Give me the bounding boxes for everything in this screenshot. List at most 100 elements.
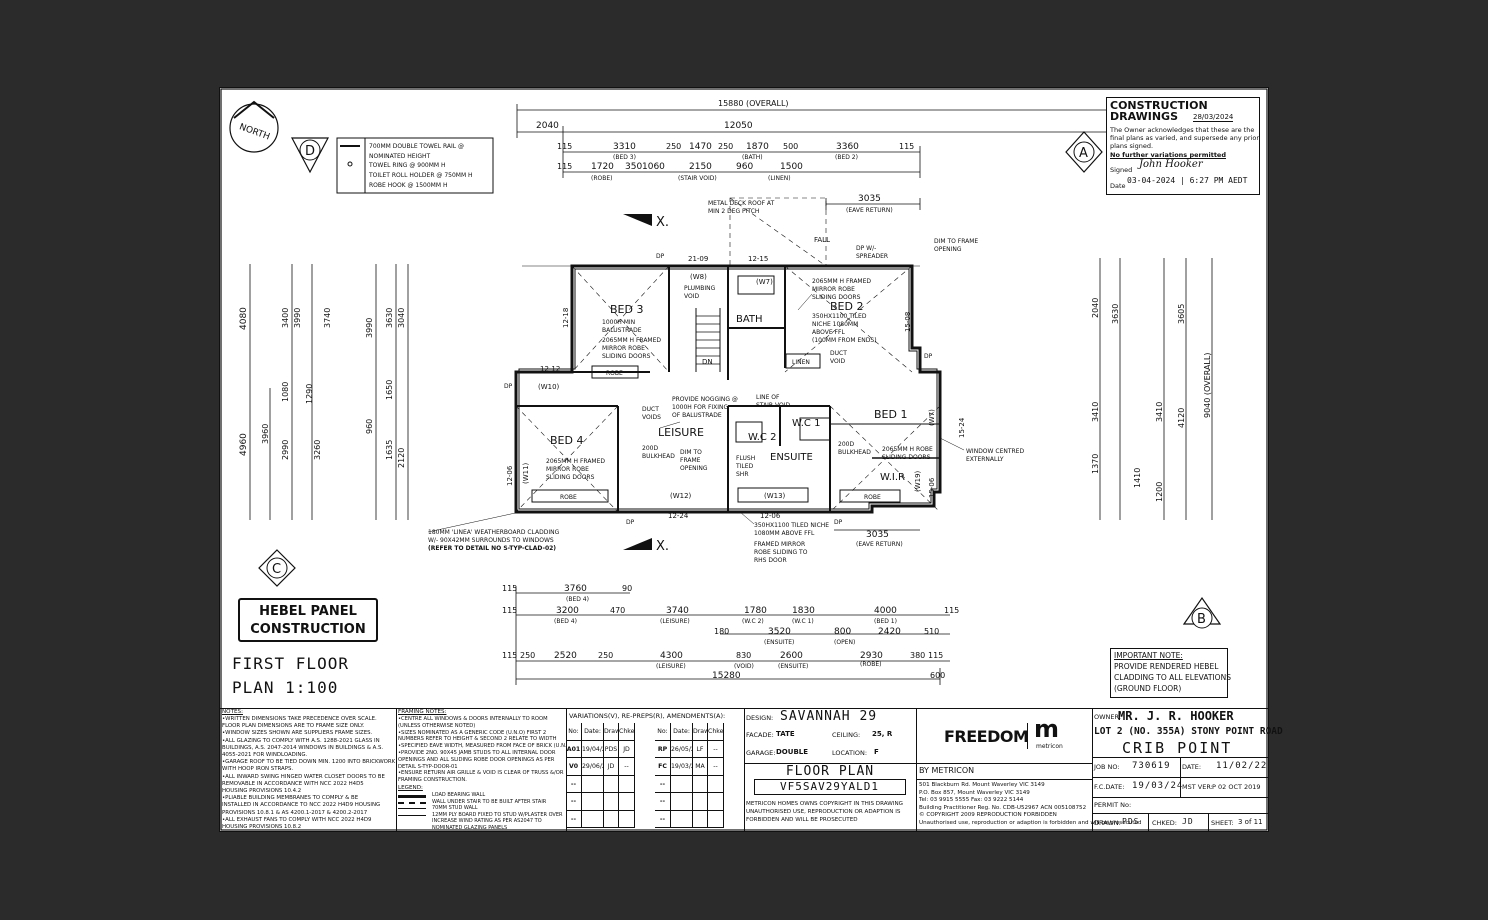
variations-grid: No:Date:Drawn:Chked:A0119/04/22PDSJDV029… <box>566 723 744 832</box>
note-mirror-2: RHS DOOR <box>754 557 787 564</box>
note-bed2-0: 2065MM H FRAMED <box>812 278 871 285</box>
window-w8: (W8) <box>690 273 707 281</box>
note-line-15: HOUSING PROVISIONS 10.8.2 <box>222 824 302 830</box>
location-value: F <box>874 748 879 756</box>
window-size-top-b: 12-15 <box>748 255 768 263</box>
dim-bot-r1-2: 90 <box>622 584 632 593</box>
var-cell-0-2-2 <box>604 775 619 793</box>
var-header-0-2: Drawn: <box>604 723 619 741</box>
dim-top-r2-4: 250 <box>718 142 733 151</box>
note-niche-0: 350HX1100 TILED <box>812 313 867 320</box>
dim-top-r1-0: 2040 <box>536 121 559 131</box>
var-cell-1-1-3: -- <box>708 758 724 776</box>
dim-right-c4: 3410 <box>1155 402 1164 422</box>
brand-freedom: FREEDOM <box>944 727 1029 746</box>
location-label: LOCATION: <box>832 749 868 757</box>
var-cell-1-3-3 <box>708 793 724 811</box>
var-cell-1-2-1 <box>671 775 693 793</box>
drawing-sheet: NORTH D A C B X. <box>219 87 1283 832</box>
bottom-dimension-lines <box>515 529 950 685</box>
dim-top-r3sub-1: (ROBE) <box>591 175 612 182</box>
window-w12: (W12) <box>670 492 692 500</box>
dim-bot-r3sub-5: (ROBE) <box>860 661 881 668</box>
var-cell-0-4-3 <box>619 810 635 828</box>
dim-top-r2sub-9: (BED 2) <box>835 154 858 161</box>
approval-no-variations: No further variations permitted <box>1110 151 1226 159</box>
note-dimframe-1: OPENING <box>934 246 962 253</box>
note-cladding-1: W/- 90X42MM SURROUNDS TO WINDOWS <box>428 537 554 544</box>
brand-block: FREEDOM m metricon BY METRICON 501 Black… <box>916 709 1141 832</box>
dim-bot-r3-2: 800 <box>834 627 851 637</box>
dim-bot-r2-0: 115 <box>502 606 517 615</box>
note-duct2-1: VOID <box>830 358 845 365</box>
note-balustrade-0: 1000H MIN <box>602 319 635 326</box>
plan-title-line-1: FIRST FLOOR <box>232 654 349 673</box>
note-duct2-0: DUCT <box>830 350 847 357</box>
var-cell-0-3-2 <box>604 793 619 811</box>
address-line-5: Unauthorised use, reproduction or adapti… <box>919 819 1142 826</box>
fixtures-legend-frame <box>336 137 494 194</box>
var-cell-0-4-2 <box>604 810 619 828</box>
note-nogging-0: PROVIDE NOGGING @ <box>672 396 738 403</box>
dim-bot-r4-8: 380 <box>910 651 925 660</box>
dim-top-r3-0: 115 <box>557 162 572 171</box>
chked-label: CHKED: <box>1152 819 1177 827</box>
var-cell-1-0-1: 26/05/22 <box>671 740 693 758</box>
room-robe-bed4: ROBE <box>560 494 577 501</box>
drawing-code: VF5SAV29YALD1 <box>779 780 880 793</box>
dim-bot-r2-7: 115 <box>944 606 959 615</box>
section-mark-top-label: X. <box>656 215 669 230</box>
marker-b-label: B <box>1197 612 1206 627</box>
dim-left-c0: 3400 <box>281 308 290 328</box>
window-w13: (W13) <box>764 492 786 500</box>
var-cell-0-3-3 <box>619 793 635 811</box>
dim-right-c2: 3605 <box>1177 304 1186 324</box>
drawing-code-box: VF5SAV29YALD1 <box>754 779 906 795</box>
var-header-1-1: Date: <box>671 723 693 741</box>
title-block: NOTES: •WRITTEN DIMENSIONS TAKE PRECEDEN… <box>220 708 1283 832</box>
note-mirror-0: FRAMED MIRROR <box>754 541 805 548</box>
note-niche-1: NICHE 1080MM <box>812 321 858 328</box>
var-cell-0-1-1: 29/06/22 <box>582 758 604 776</box>
plan-title-line-2: PLAN 1:100 <box>232 678 339 697</box>
note-bed3robe-1: MIRROR ROBE <box>602 345 645 352</box>
note-deck-1: MIN 2 DEG PITCH <box>708 208 759 215</box>
dim-top-r2sub-5: (BATH) <box>742 154 763 161</box>
owner-label: OWNER: <box>1094 713 1122 721</box>
dim-top-r2sub-1: (BED 3) <box>613 154 636 161</box>
owner-value: MR. J. R. HOOKER <box>1118 709 1234 723</box>
var-cell-0-0-1: 19/04/22 <box>582 740 604 758</box>
dim-right-c6: 1370 <box>1091 454 1100 474</box>
var-cell-1-0-3: -- <box>708 740 724 758</box>
garage-value: DOUBLE <box>776 748 809 756</box>
dim-top-r1-1: 12050 <box>724 121 753 131</box>
legend-item-3: TOILET ROLL HOLDER @ 750MM H <box>368 172 473 179</box>
framing-line-5: •PROVIDE 2NO. 90X45 JAMB STUDS TO ALL IN… <box>398 750 556 756</box>
note-dp-e: DP <box>504 383 513 390</box>
address-line-4: © COPYRIGHT 2009 REPRODUCTION FORBIDDEN <box>919 812 1057 818</box>
note-bed3robe-0: 2065MM H FRAMED <box>602 337 661 344</box>
legend-heading: LEGEND: <box>398 785 423 791</box>
job-label: JOB NO: <box>1094 763 1120 771</box>
var-cell-1-3-2 <box>693 793 708 811</box>
var-cell-0-4-0: -- <box>566 810 582 828</box>
dim-bot-r1-1: 3760 <box>564 584 587 594</box>
date-label: DATE: <box>1182 763 1202 771</box>
var-cell-1-2-3 <box>708 775 724 793</box>
important-note-line-2: (GROUND FLOOR) <box>1114 684 1182 693</box>
dim-left-c9: 1290 <box>305 384 314 404</box>
note-bulkhead2-1: BULKHEAD <box>838 449 871 456</box>
var-cell-0-4-1 <box>582 810 604 828</box>
dim-left-c12: 960 <box>365 419 374 434</box>
plan-dashed-lines <box>515 197 941 513</box>
sheet-value: 3 of 11 <box>1238 818 1263 826</box>
marker-a-icon: A <box>1065 131 1103 173</box>
dim-left-c5: 3040 <box>397 308 406 328</box>
fc-label: F.C.DATE: <box>1094 783 1125 791</box>
drawn-value: PDS <box>1122 817 1140 826</box>
var-cell-0-2-1 <box>582 775 604 793</box>
hebel-line-2: CONSTRUCTION <box>250 622 366 637</box>
note-bed1robe-0: 2065MM H ROBE <box>882 446 933 453</box>
note-bed2-2: SLIDING DOORS <box>812 294 861 301</box>
note-niche-2: ABOVE FFL <box>812 329 845 336</box>
